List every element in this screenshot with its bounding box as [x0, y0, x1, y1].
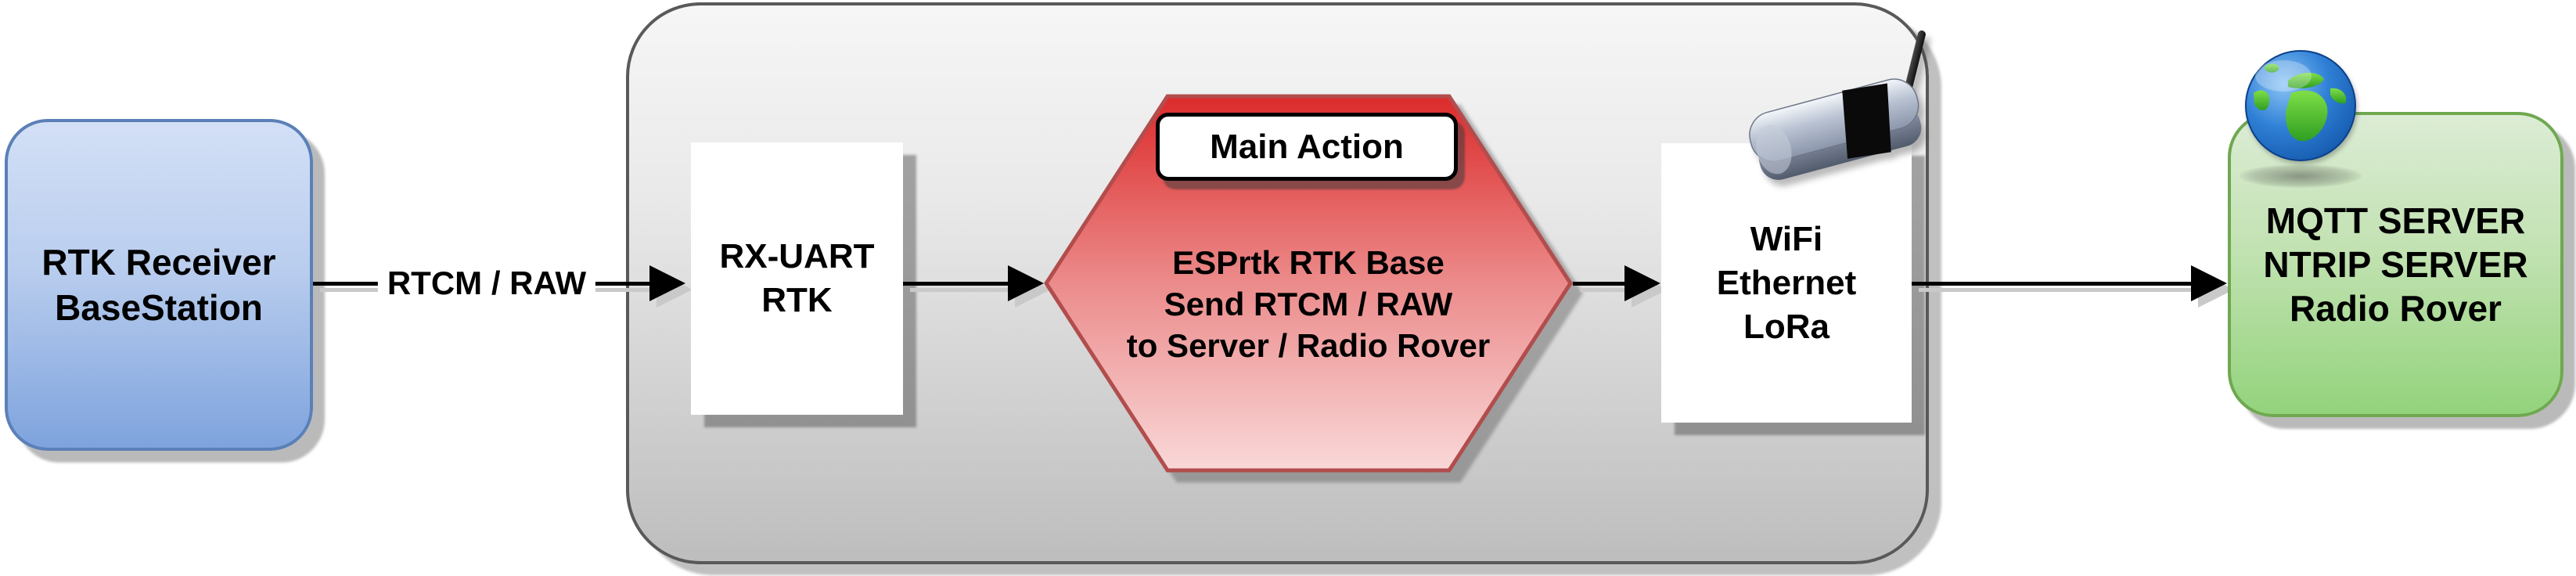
transport-label-line2: Ethernet — [1716, 263, 1857, 302]
base-station-label-line1: RTK Receiver — [41, 242, 276, 283]
arrow-head-icon — [2191, 265, 2227, 301]
router-icon — [1749, 22, 1941, 206]
globe-icon — [2243, 48, 2358, 164]
server-node: MQTT SERVER NTRIP SERVER Radio Rover — [2228, 112, 2563, 417]
transport-label-line3: LoRa — [1743, 307, 1829, 346]
server-label-line3: Radio Rover — [2290, 288, 2502, 329]
server-label-line2: NTRIP SERVER — [2263, 244, 2528, 285]
main-action-badge: Main Action — [1156, 113, 1458, 181]
base-station-node: RTK Receiver BaseStation — [5, 119, 313, 451]
arrow-head-icon — [649, 265, 685, 301]
arrow-head-icon — [1008, 265, 1044, 301]
rx-uart-label-line2: RTK — [761, 281, 833, 319]
connector-hexagon-to-wifi — [1573, 282, 1628, 286]
transport-label-line1: WiFi — [1750, 219, 1823, 258]
hexagon-text: ESPrtk RTK Base Send RTCM / RAW to Serve… — [1044, 94, 1573, 473]
hexagon-shape — [1044, 94, 1573, 473]
transport-node: WiFi Ethernet LoRa — [1661, 143, 1912, 423]
arrow-head-icon — [1624, 265, 1660, 301]
server-label-line1: MQTT SERVER — [2265, 200, 2526, 241]
connector-rxuart-to-hexagon — [903, 282, 1013, 286]
hexagon-label-line3: to Server / Radio Rover — [1126, 326, 1491, 364]
main-action-badge-label: Main Action — [1210, 127, 1404, 166]
rtcm-raw-line-label: RTCM / RAW — [377, 265, 596, 302]
globe-shadow — [2240, 164, 2362, 188]
connector-wifi-to-server — [1912, 282, 2194, 286]
hexagon-label-line2: Send RTCM / RAW — [1164, 285, 1453, 322]
esprtk-main-action-hexagon: ESPrtk RTK Base Send RTCM / RAW to Serve… — [1044, 94, 1573, 473]
rx-uart-node: RX-UART RTK — [691, 142, 903, 415]
base-station-label-line2: BaseStation — [55, 287, 263, 328]
rx-uart-label-line1: RX-UART — [719, 237, 875, 275]
hexagon-label-line1: ESPrtk RTK Base — [1172, 243, 1445, 281]
